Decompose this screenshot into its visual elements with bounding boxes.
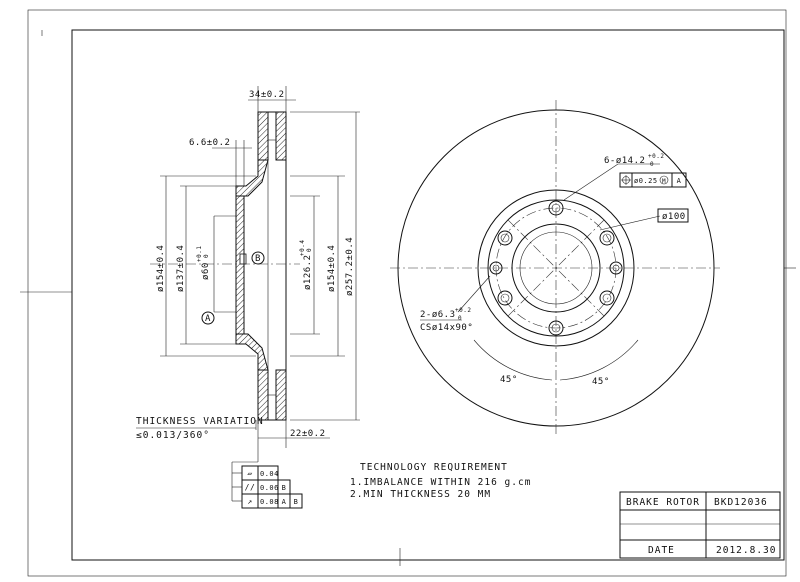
dim-thickness: 22±0.2 <box>290 429 326 439</box>
bolt-holes-tol2: 0 <box>650 161 654 168</box>
thickness-variation-value: ≤0.013/360° <box>136 430 210 441</box>
angle-right: 45° <box>592 377 610 387</box>
locating-hole <box>489 261 623 275</box>
dim-d154-right: ø154±0.4 <box>327 245 337 292</box>
requirements-title: TECHNOLOGY REQUIREMENT <box>360 462 508 473</box>
small-holes-tol2: 0 <box>458 315 462 322</box>
date-value: 2012.8.30 <box>716 545 776 556</box>
parallelism-value: 0.06 <box>260 484 279 492</box>
date-label: DATE <box>648 545 675 556</box>
front-view: 6-ø14.2 +0.2 0 ø0.25 M A ø100 2-ø6.3 +0.… <box>390 100 720 436</box>
runout-value: 0.08 <box>260 498 279 506</box>
runout-symbol: ↗ <box>247 497 252 506</box>
datum-b: B <box>255 254 261 264</box>
small-holes-tol: +0.2 <box>455 307 471 314</box>
countersink-label: CSø14x90° <box>420 323 473 333</box>
bolt-hole <box>497 200 615 336</box>
side-section-view: A B 34±0.2 6.6±0.2 ø154±0.4 ø137±0.4 ø60… <box>136 86 360 463</box>
flatness-value: 0.04 <box>260 470 279 478</box>
dim-d126: ø126.2 <box>303 254 313 290</box>
tolerance-frame: ▱ 0.04 // 0.06 B ↗ 0.08 A B <box>231 462 303 509</box>
title-block: BRAKE ROTOR BKD12036 DATE 2012.8.30 <box>619 491 781 559</box>
runout-ref-a: A <box>282 498 287 506</box>
dim-d60-tol: +0.1 <box>196 246 203 262</box>
position-ref: A <box>677 177 682 185</box>
dim-d126-tol2: 0 <box>306 248 313 252</box>
position-tol: ø0.25 <box>634 177 658 185</box>
dim-width-total: 34±0.2 <box>249 90 285 100</box>
position-mod: M <box>662 178 666 185</box>
part-name: BRAKE ROTOR <box>626 497 700 508</box>
dim-d60-tol2: 0 <box>203 254 210 258</box>
runout-ref-b: B <box>294 498 299 506</box>
technology-requirements: TECHNOLOGY REQUIREMENT 1.IMBALANCE WITHI… <box>350 462 531 500</box>
requirement-item-1: 1.IMBALANCE WITHIN 216 g.cm <box>350 477 531 488</box>
dim-d60: ø60 <box>201 262 211 280</box>
dim-d126-tol: +0.4 <box>299 240 306 256</box>
parallelism-ref: B <box>282 484 287 492</box>
angle-left: 45° <box>500 375 518 385</box>
flatness-symbol: ▱ <box>247 469 252 478</box>
dim-d154: ø154±0.4 <box>156 245 166 292</box>
center-hole-label: ø100 <box>662 212 686 222</box>
dim-d257: ø257.2±0.4 <box>345 237 355 296</box>
bolt-holes-tol: +0.2 <box>648 153 664 160</box>
dim-d137: ø137±0.4 <box>176 245 186 292</box>
requirement-item-2: 2.MIN THICKNESS 20 MM <box>350 489 491 500</box>
part-number: BKD12036 <box>714 497 768 508</box>
datum-a: A <box>205 314 211 324</box>
dim-hat-thickness: 6.6±0.2 <box>189 138 230 148</box>
parallelism-symbol: // <box>245 483 256 492</box>
small-holes-label: 2-ø6.3 <box>420 310 456 320</box>
thickness-variation-label: THICKNESS VARIATION <box>136 416 264 427</box>
bolt-holes-label: 6-ø14.2 <box>604 156 645 166</box>
sheet-border <box>20 9 796 577</box>
